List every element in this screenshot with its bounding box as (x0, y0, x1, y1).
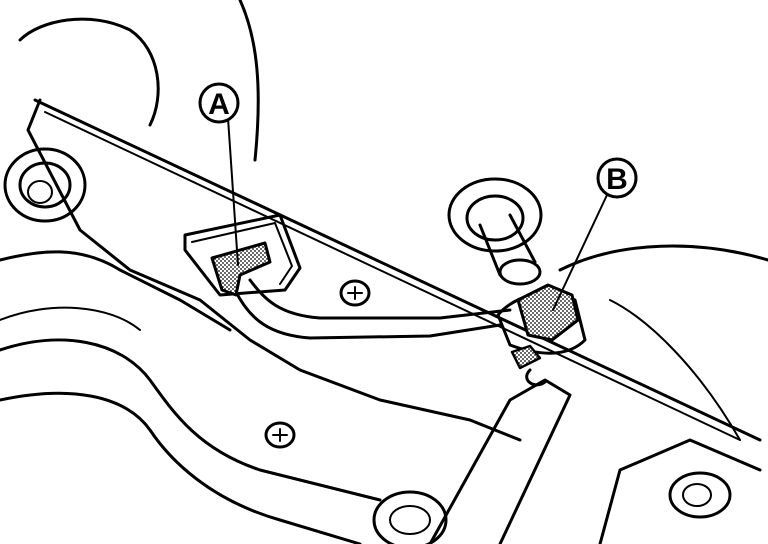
cable-lower-strand (248, 278, 512, 320)
lower-strand-1 (0, 338, 382, 502)
lower-strand-3 (0, 306, 141, 331)
lower-right-arm-edge (598, 438, 762, 544)
callout-a-circle (198, 82, 240, 124)
callout-b-circle (596, 157, 638, 199)
callout-b-leader (552, 194, 608, 311)
screw-hole-upper (339, 279, 371, 307)
bracket-plate-lower-edge (0, 250, 232, 332)
lower-right-arm (428, 378, 572, 544)
pivot-cylinder (447, 177, 543, 286)
housing-outline-upper (18, 17, 160, 127)
right-bolt (668, 471, 732, 519)
bracket-window (183, 213, 302, 297)
lower-strand-2 (0, 391, 362, 544)
clip-a (210, 241, 272, 297)
clip-b (496, 283, 587, 387)
right-housing-curve (558, 244, 768, 272)
bracket-plate-top-edge-inner (44, 111, 741, 441)
bracket-plate-outline (26, 98, 522, 442)
cable-upper-strand (233, 288, 502, 340)
right-housing-curve-2 (609, 299, 741, 441)
housing-outline-arc (238, 0, 260, 162)
callout-b-label: B (606, 163, 628, 196)
callout-b: B (552, 157, 638, 311)
bracket-plate-top-edge (33, 98, 762, 442)
screw-hole-lower (264, 421, 296, 449)
callout-a-leader (227, 117, 239, 266)
lower-bolt-boss (372, 490, 448, 544)
callout-a: A (198, 82, 240, 266)
callout-a-label: A (208, 88, 230, 121)
